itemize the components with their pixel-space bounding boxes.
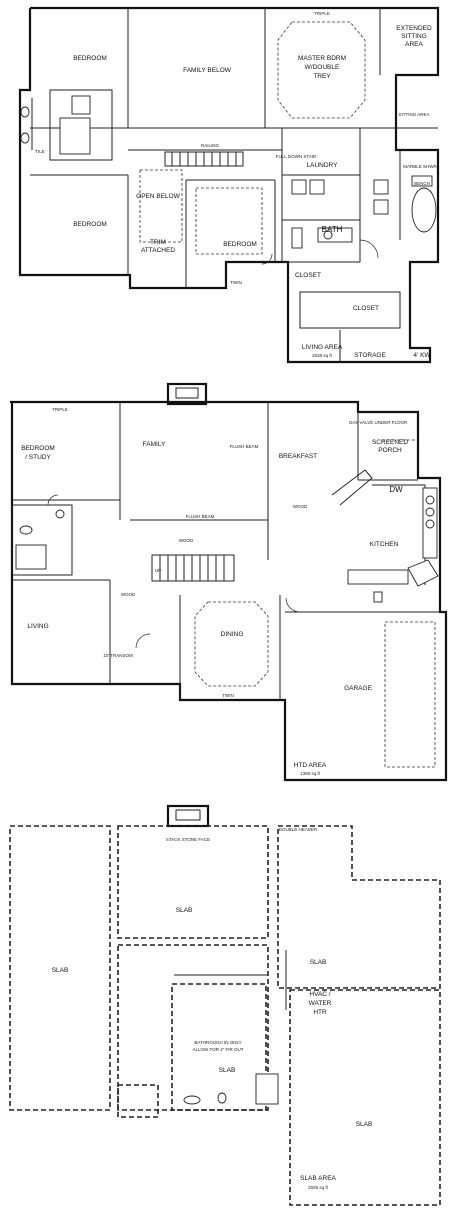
upper-bedroom-a-label: BEDROOM (73, 55, 107, 62)
wood-note-1: WOOD (293, 504, 308, 509)
upper-floor-plan (18, 6, 440, 364)
slab-center-label: SLAB (310, 959, 327, 966)
trim-attached-label-1: TRIM (150, 239, 166, 246)
upper-living-area-label: LIVING AREA (302, 344, 343, 351)
gas-valve-note: GAS VALVE UNDER FLOOR (349, 420, 408, 425)
wood-note-3: WOOD (121, 592, 136, 597)
main-twin-note: TWIN (222, 693, 234, 698)
stack-stone-note: STACK STONE FACE (166, 837, 210, 842)
extended-sitting-label-3: AREA (405, 41, 423, 48)
bathrough-note-1: BATHROUGH IN ONLY (194, 1040, 241, 1045)
slab-left-label: SLAB (52, 967, 69, 974)
main-triple-note: TRIPLE (52, 407, 68, 412)
laundry-label: LAUNDRY (307, 162, 339, 169)
upper-bedroom-c-label: BEDROOM (223, 241, 257, 248)
slab-bath-label: SLAB (219, 1067, 236, 1074)
master-bedroom-label-2: W/DOUBLE (305, 64, 340, 71)
full-down-stair-note: FULL DOWN STAIR (276, 154, 317, 159)
upper-living-area-sqft: 2036 sq ft (312, 353, 333, 358)
railing-note: RAILING (201, 143, 220, 148)
extended-sitting-label-2: SITTING (401, 33, 427, 40)
dining-label: DINING (221, 631, 244, 638)
foundation-labels: SLAB SLAB SLAB HVAC / WATER HTR SLAB SLA… (52, 827, 373, 1190)
bedroom-study-label-1: BEDROOM (21, 445, 55, 452)
bath-label: BATH (322, 225, 343, 234)
sitting-area-label: SITTING AREA (398, 112, 429, 117)
master-bedroom-label-3: TREY (313, 73, 331, 80)
upper-floor-labels: BEDROOM FAMILY BELOW MASTER BDRM W/DOUBL… (35, 11, 437, 359)
garage-label: GARAGE (344, 685, 372, 692)
htd-area-sqft: 1386 sq ft (300, 771, 321, 776)
double-header-note: DOUBLE HEADER (279, 827, 318, 832)
upper-bedroom-b-label: BEDROOM (73, 221, 107, 228)
upper-family-below-label: FAMILY BELOW (183, 67, 232, 74)
stair-up-label: UP (155, 568, 161, 573)
flush-beam-note-2: FLUSH BEAM (186, 514, 215, 519)
storage-label: STORAGE (354, 352, 386, 359)
open-below-label: OPEN BELOW (136, 193, 181, 200)
foundation-plan (9, 804, 441, 1206)
kw-label: 4' KW (413, 352, 431, 359)
hvac-label-3: HTR (313, 1009, 327, 1016)
upper-triple-note: TRIPLE (314, 11, 330, 16)
slab-area-sqft: 2026 sq ft (308, 1185, 329, 1190)
main-living-label: LIVING (27, 623, 48, 630)
main-floor-plan (10, 382, 448, 782)
ten-transom-note: 10' TRANSOM (103, 653, 133, 658)
closet-small-label: CLOSET (295, 272, 321, 279)
breakfast-label: BREAKFAST (279, 453, 317, 460)
master-bedroom-label-1: MASTER BDRM (298, 55, 346, 62)
closet-large-label: CLOSET (353, 305, 379, 312)
slab-area-label: SLAB AREA (300, 1175, 336, 1182)
htd-area-label: HTD AREA (294, 762, 327, 769)
slab-garage-label: SLAB (356, 1121, 373, 1128)
marble-shower-note: MARBLE SHWR (403, 164, 437, 169)
bench-note: BENCH (414, 181, 430, 186)
main-family-label: FAMILY (143, 441, 166, 448)
trim-attached-label-2: ATTACHED (141, 247, 175, 254)
main-floor-labels: BEDROOM / STUDY FAMILY BREAKFAST SCREENE… (21, 407, 408, 776)
upper-tile-note: TILE (35, 149, 45, 154)
bathrough-note-2: ALLOW FOR 4" FIR OUT (192, 1047, 243, 1052)
screened-porch-label-1: SCREENED (372, 439, 408, 446)
bedroom-study-label-2: / STUDY (25, 454, 51, 461)
dishwasher-label: DW (389, 485, 403, 494)
slab-main-label: SLAB (176, 907, 193, 914)
hvac-label-1: HVAC / (309, 991, 330, 998)
upper-twin-note: TWIN (230, 280, 242, 285)
flush-beam-note-1: FLUSH BEAM (230, 444, 259, 449)
screened-porch-label-2: PORCH (378, 447, 402, 454)
kitchen-label: KITCHEN (370, 541, 399, 548)
extended-sitting-label-1: EXTENDED (396, 25, 432, 32)
wood-note-2: WOOD (179, 538, 194, 543)
hvac-label-2: WATER (309, 1000, 332, 1007)
